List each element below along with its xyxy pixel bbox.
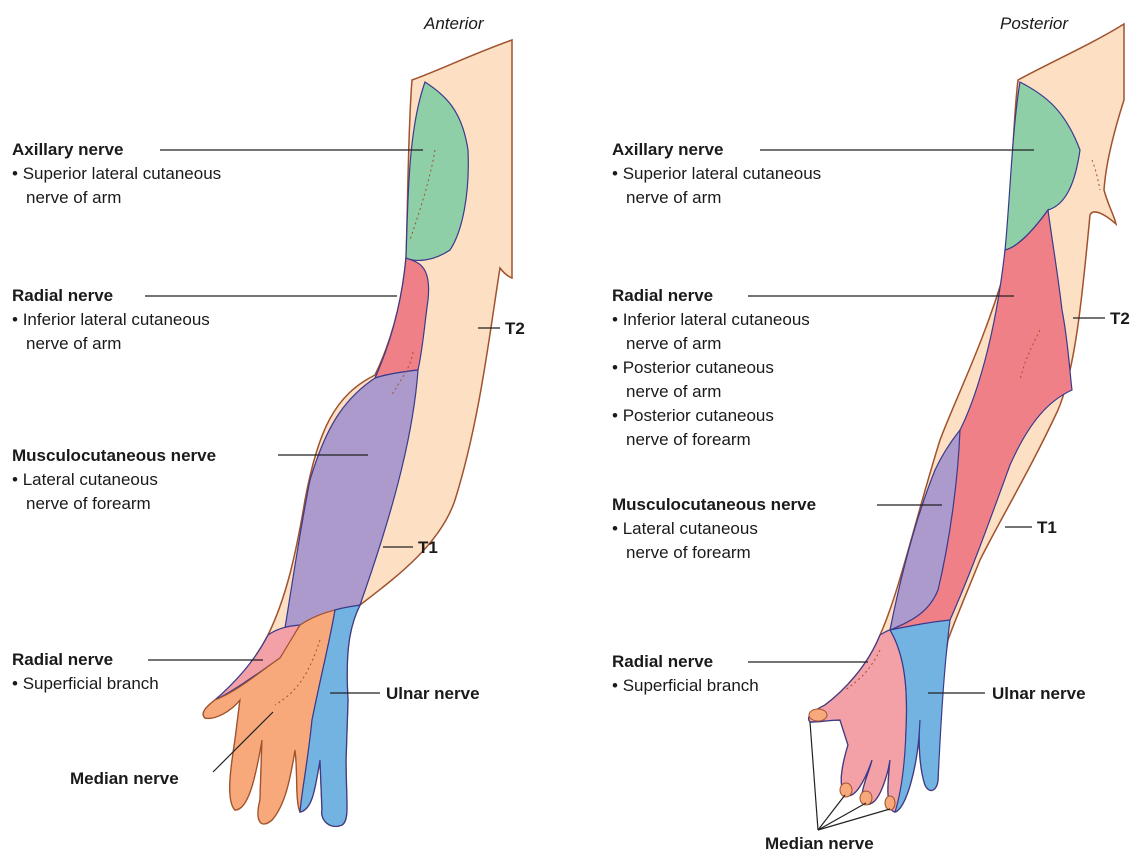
anterior-radial-region bbox=[375, 258, 429, 378]
leader-post-median-3 bbox=[818, 803, 866, 830]
post-radial-name: Radial nerve bbox=[612, 286, 713, 305]
ant-radial-hand-label: Radial nerve Superficial branch bbox=[12, 648, 159, 696]
post-ulnar-name: Ulnar nerve bbox=[992, 684, 1086, 703]
ant-radial-hand-branch: Superficial branch bbox=[12, 674, 159, 693]
post-radial-branch-3b: nerve of forearm bbox=[612, 430, 751, 449]
ant-ulnar-label: Ulnar nerve bbox=[386, 682, 480, 706]
post-radial-hand-name: Radial nerve bbox=[612, 652, 713, 671]
ant-median-name: Median nerve bbox=[70, 769, 179, 788]
post-t2-name: T2 bbox=[1110, 309, 1130, 328]
anterior-title: Anterior bbox=[424, 14, 484, 34]
post-radial-branch-2a: Posterior cutaneous bbox=[612, 358, 774, 377]
ant-radial-branch-1: Inferior lateral cutaneous bbox=[12, 310, 210, 329]
post-radial-branch-1b: nerve of arm bbox=[612, 334, 721, 353]
post-axillary-name: Axillary nerve bbox=[612, 140, 724, 159]
post-radial-branch-2b: nerve of arm bbox=[612, 382, 721, 401]
ant-radial-name: Radial nerve bbox=[12, 286, 113, 305]
ant-musculo-name: Musculocutaneous nerve bbox=[12, 446, 216, 465]
leader-post-median-2 bbox=[818, 795, 845, 830]
post-axillary-label: Axillary nerve Superior lateral cutaneou… bbox=[612, 138, 821, 210]
ant-musculo-label: Musculocutaneous nerve Lateral cutaneous… bbox=[12, 444, 216, 516]
post-musculo-label: Musculocutaneous nerve Lateral cutaneous… bbox=[612, 493, 816, 565]
anterior-arm bbox=[203, 40, 512, 826]
ant-musculo-branch-2: nerve of forearm bbox=[12, 494, 151, 513]
fingertip-ring bbox=[885, 796, 895, 810]
ant-axillary-label: Axillary nerve Superior lateral cutaneou… bbox=[12, 138, 221, 210]
post-median-label: Median nerve bbox=[765, 832, 874, 856]
ant-t2-name: T2 bbox=[505, 319, 525, 338]
post-axillary-branch-2: nerve of arm bbox=[612, 188, 721, 207]
fingertip-middle bbox=[860, 791, 872, 805]
leader-post-median-1 bbox=[810, 722, 818, 830]
posterior-title: Posterior bbox=[1000, 14, 1068, 34]
post-radial-branch-1a: Inferior lateral cutaneous bbox=[612, 310, 810, 329]
post-t1-label: T1 bbox=[1037, 516, 1057, 540]
post-ulnar-label: Ulnar nerve bbox=[992, 682, 1086, 706]
ant-radial-hand-name: Radial nerve bbox=[12, 650, 113, 669]
post-radial-branch-3a: Posterior cutaneous bbox=[612, 406, 774, 425]
ant-musculo-branch-1: Lateral cutaneous bbox=[12, 470, 158, 489]
post-t1-name: T1 bbox=[1037, 518, 1057, 537]
post-radial-hand-branch: Superficial branch bbox=[612, 676, 759, 695]
ant-median-label: Median nerve bbox=[70, 767, 179, 791]
fingertip-thumb bbox=[809, 709, 827, 721]
leader-post-median-4 bbox=[818, 809, 890, 830]
ant-t1-label: T1 bbox=[418, 536, 438, 560]
ant-axillary-name: Axillary nerve bbox=[12, 140, 124, 159]
ant-axillary-branch-1: Superior lateral cutaneous bbox=[12, 164, 221, 183]
post-radial-hand-label: Radial nerve Superficial branch bbox=[612, 650, 759, 698]
post-musculo-branch-2: nerve of forearm bbox=[612, 543, 751, 562]
post-musculo-name: Musculocutaneous nerve bbox=[612, 495, 816, 514]
post-radial-label: Radial nerve Inferior lateral cutaneous … bbox=[612, 284, 810, 452]
fingertip-index bbox=[840, 783, 852, 797]
ant-ulnar-name: Ulnar nerve bbox=[386, 684, 480, 703]
post-musculo-branch-1: Lateral cutaneous bbox=[612, 519, 758, 538]
ant-radial-label: Radial nerve Inferior lateral cutaneous … bbox=[12, 284, 210, 356]
post-median-name: Median nerve bbox=[765, 834, 874, 853]
posterior-radial-hand-region bbox=[809, 630, 907, 812]
ant-radial-branch-2: nerve of arm bbox=[12, 334, 121, 353]
post-t2-label: T2 bbox=[1110, 307, 1130, 331]
post-axillary-branch-1: Superior lateral cutaneous bbox=[612, 164, 821, 183]
ant-axillary-branch-2: nerve of arm bbox=[12, 188, 121, 207]
ant-t2-label: T2 bbox=[505, 317, 525, 341]
ant-t1-name: T1 bbox=[418, 538, 438, 557]
